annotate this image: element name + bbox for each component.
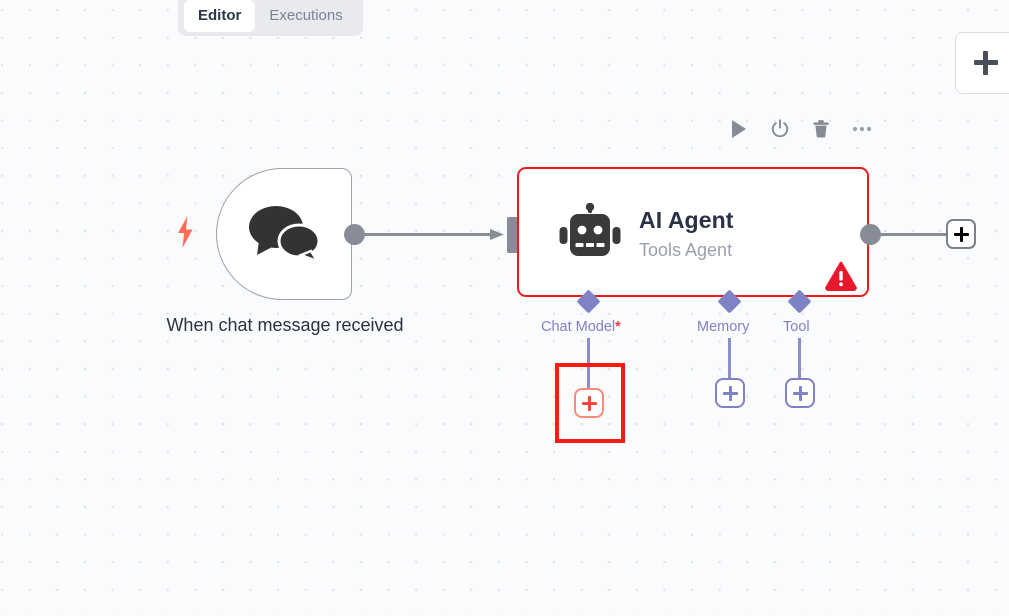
tool-stem	[798, 338, 801, 380]
agent-node-title: AI Agent	[639, 207, 734, 233]
plus-icon	[974, 51, 998, 75]
add-node-after-agent-button[interactable]	[946, 219, 976, 249]
agent-output-port[interactable]	[860, 224, 881, 245]
lightning-bolt-icon	[178, 216, 193, 248]
warning-triangle-icon[interactable]	[825, 261, 857, 291]
add-chat-model-button[interactable]	[574, 388, 604, 418]
plus-icon	[722, 385, 738, 401]
memory-label: Memory	[697, 319, 750, 335]
node-ai-agent[interactable]: AI Agent Tools Agent	[517, 167, 869, 297]
chat-model-selection-box[interactable]	[555, 363, 625, 443]
tab-executions[interactable]: Executions	[269, 7, 343, 24]
execute-node-button[interactable]	[728, 118, 750, 140]
trash-icon[interactable]	[810, 118, 832, 140]
add-memory-button[interactable]	[715, 378, 745, 408]
robot-icon	[559, 203, 621, 256]
power-icon[interactable]	[769, 118, 791, 140]
editor-tabbar: Editor Executions	[178, 0, 363, 36]
trigger-node-label: When chat message received	[166, 315, 404, 335]
plus-icon	[953, 226, 969, 242]
node-when-chat-message-received[interactable]	[216, 168, 352, 300]
open-nodes-panel-button[interactable]	[955, 32, 1009, 94]
chat-bubbles-icon	[249, 206, 321, 264]
node-hover-toolbar	[728, 118, 873, 140]
plus-icon	[581, 395, 597, 411]
plus-icon	[792, 385, 808, 401]
memory-stem	[728, 338, 731, 380]
chat-model-label: Chat Model*	[541, 319, 621, 335]
tool-label: Tool	[783, 319, 810, 335]
add-tool-button[interactable]	[785, 378, 815, 408]
connection-trigger-to-agent[interactable]	[352, 229, 512, 240]
ellipsis-icon[interactable]	[851, 118, 873, 140]
trigger-output-port[interactable]	[344, 224, 365, 245]
agent-output-connection-stub	[878, 233, 950, 236]
agent-node-subtitle: Tools Agent	[639, 240, 733, 260]
tab-editor[interactable]: Editor	[184, 0, 256, 32]
